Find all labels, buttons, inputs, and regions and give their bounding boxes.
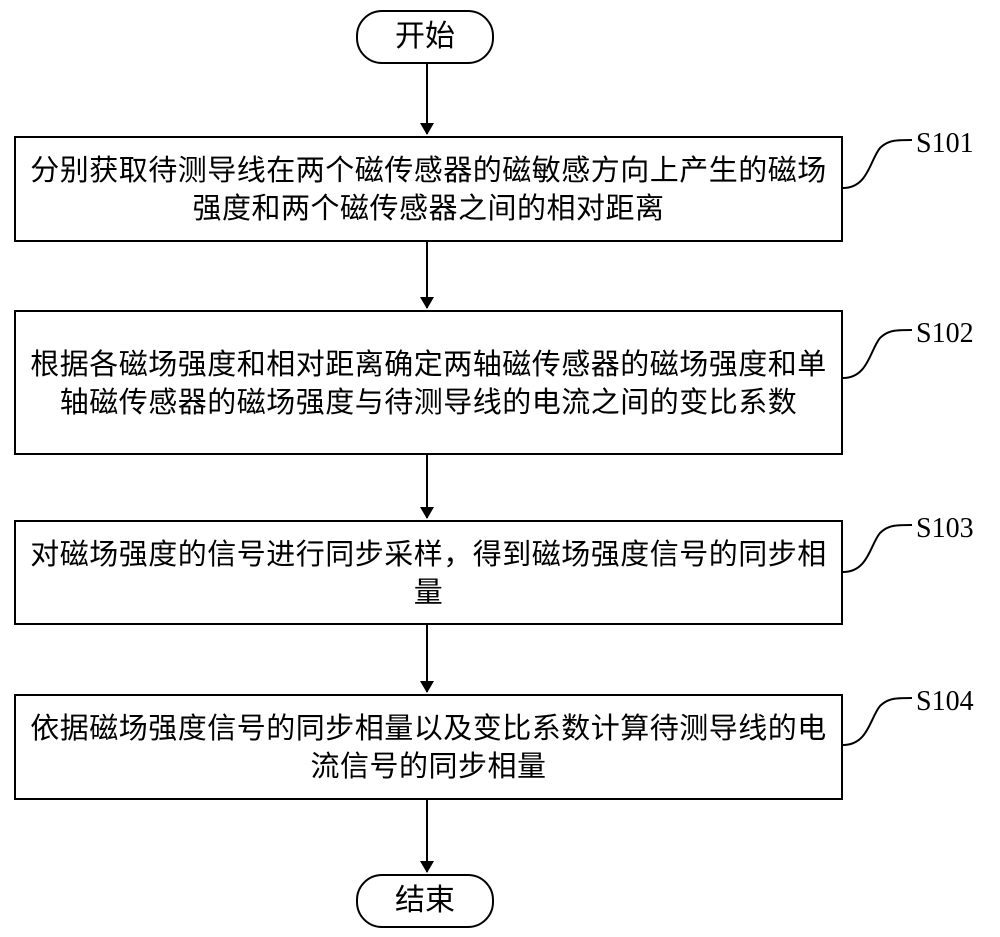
process-box-s103: 对磁场强度的信号进行同步采样，得到磁场强度信号的同步相量 [14, 520, 843, 625]
step-label-s102: S102 [916, 318, 974, 349]
start-label: 开始 [395, 19, 455, 54]
process-box-s104: 依据磁场强度信号的同步相量以及变比系数计算待测导线的电流信号的同步相量 [14, 694, 843, 800]
process-text-s103: 对磁场强度的信号进行同步采样，得到磁场强度信号的同步相量 [30, 536, 827, 609]
process-text-s104: 依据磁场强度信号的同步相量以及变比系数计算待测导线的电流信号的同步相量 [30, 711, 827, 783]
leader-line-s101 [842, 139, 913, 189]
process-text-s102: 根据各磁场强度和相对距离确定两轴磁传感器的磁场强度和单轴磁传感器的磁场强度与待测… [30, 346, 827, 419]
process-text-s101: 分别获取待测导线在两个磁传感器的磁敏感方向上产生的磁场强度和两个磁传感器之间的相… [30, 153, 827, 225]
process-box-s102: 根据各磁场强度和相对距离确定两轴磁传感器的磁场强度和单轴磁传感器的磁场强度与待测… [14, 310, 843, 455]
step-label-s103: S103 [916, 513, 974, 544]
leader-line-s103 [842, 524, 913, 573]
leader-line-s104 [842, 697, 913, 746]
end-terminal: 结束 [356, 874, 494, 928]
step-label-s104: S104 [916, 686, 974, 717]
start-terminal: 开始 [356, 10, 494, 64]
leader-line-s102 [842, 329, 913, 379]
step-label-s101: S101 [916, 128, 974, 159]
end-label: 结束 [395, 883, 455, 918]
process-box-s101: 分别获取待测导线在两个磁传感器的磁敏感方向上产生的磁场强度和两个磁传感器之间的相… [14, 136, 843, 242]
